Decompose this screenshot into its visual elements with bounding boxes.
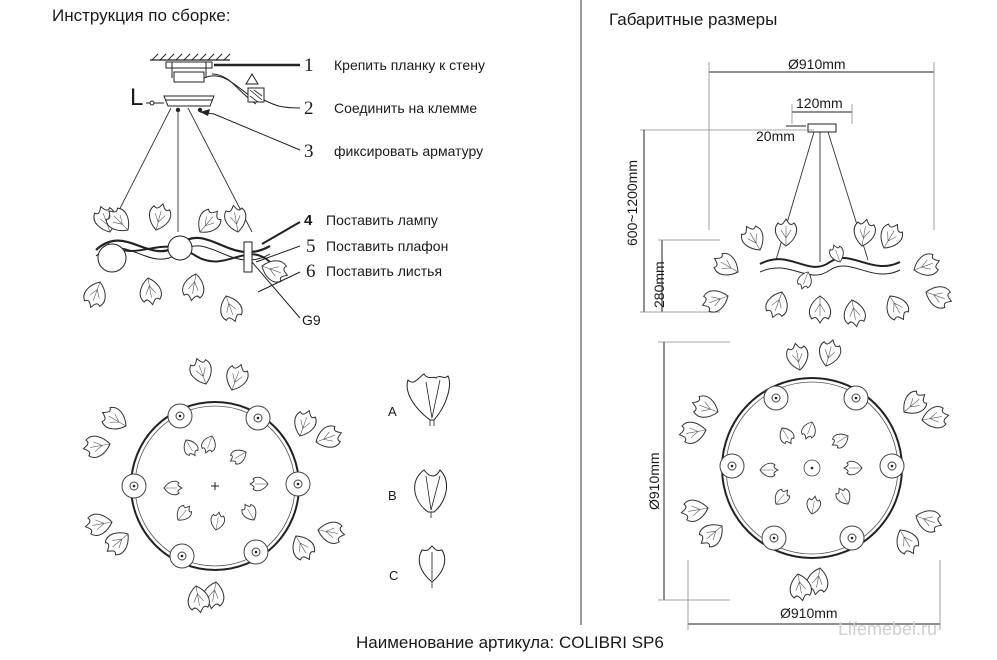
dim-canopy: 120mm: [796, 95, 843, 111]
step-1-text: Крепить планку к стену: [334, 57, 485, 73]
plan-view-illustration: [658, 336, 951, 630]
part-c-icon: [418, 545, 446, 588]
step-5-number: 5: [306, 236, 316, 257]
step-2-number: 2: [304, 98, 314, 119]
step-4-number: 4: [304, 212, 313, 229]
step-1-number: 1: [304, 55, 314, 76]
part-b-label: B: [388, 488, 397, 503]
side-view-illustration: [640, 62, 956, 329]
dim-canopy-depth: 20mm: [756, 128, 795, 144]
step-6-number: 6: [306, 261, 316, 282]
step-3-text: фиксировать арматуру: [334, 143, 484, 159]
part-a-icon: [406, 373, 450, 426]
assembly-title: Инструкция по сборке:: [52, 6, 231, 25]
step-4-text: Поставить лампу: [326, 212, 438, 228]
ground-label: L: [130, 84, 144, 111]
watermark: Lifemebel.ru: [838, 619, 938, 639]
step-2-text: Соединить на клемме: [334, 100, 478, 116]
step-5-text: Поставить плафон: [326, 238, 449, 254]
dim-height: 600~1200mm: [624, 159, 640, 246]
dim-top-width: Ø910mm: [788, 56, 846, 72]
dim-plan-width: Ø910mm: [780, 605, 838, 621]
part-c-label: C: [389, 568, 399, 583]
dimensions-title: Габаритные размеры: [609, 10, 778, 29]
bulb-type-label: G9: [302, 312, 321, 328]
step-6-text: Поставить листья: [326, 263, 443, 279]
dim-body-height: 280mm: [651, 261, 667, 308]
step-3-number: 3: [304, 141, 314, 162]
top-view-illustration: [81, 354, 347, 615]
part-a-label: A: [388, 404, 397, 419]
dim-plan-vertical: Ø910mm: [646, 452, 662, 510]
part-b-icon: [414, 469, 448, 518]
article-name: Наименование артикула: COLIBRI SP6: [356, 633, 664, 652]
assembly-illustration: [80, 53, 301, 326]
